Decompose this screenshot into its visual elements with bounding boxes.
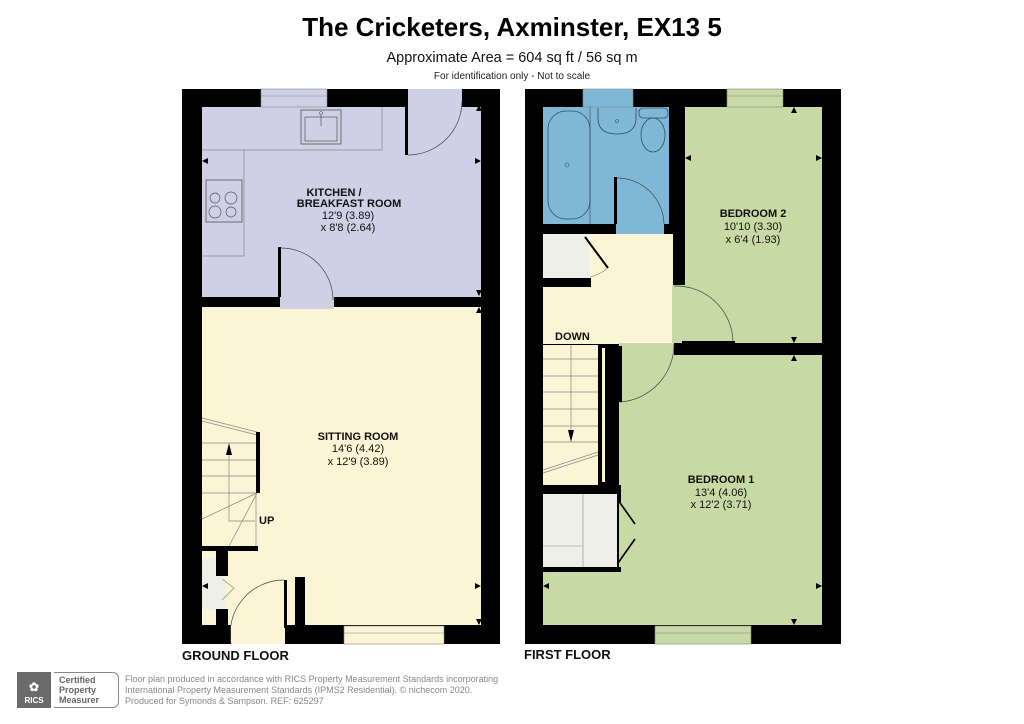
sitting-room-dim-2: x 12'9 (3.89) [328,456,389,468]
bedroom-1-dim-2: x 12'2 (3.71) [691,499,752,511]
kitchen-label: KITCHEN / [307,187,362,199]
badge-line-3: Measurer [59,695,100,705]
rics-certified-badge: ✿ RICS Certified Property Measurer [17,672,119,708]
footer-line-1: Floor plan produced in accordance with R… [125,674,499,684]
landing-cupboard [543,234,589,278]
first-floor-label: FIRST FLOOR [524,647,611,662]
footer-line-3: Produced for Symonds & Sampson. REF: 625… [125,696,324,706]
sitting-room [202,307,481,625]
stairs-up-label: UP [259,515,274,527]
approximate-area: Approximate Area = 604 sq ft / 56 sq m [386,50,638,66]
badge-line-1: Certified [59,675,96,685]
kitchen-room [202,107,481,297]
kitchen-window [260,88,328,108]
basin-icon [597,108,637,135]
sitting-window [343,625,445,645]
bedroom-1-dim-1: 13'4 (4.06) [695,487,747,499]
sitting-room-label: SITTING ROOM [318,431,399,443]
scale-disclaimer: For identification only - Not to scale [433,71,591,82]
ground-floor-plan: KITCHEN / BREAKFAST ROOM 12'9 (3.89) x 8… [182,88,500,645]
ground-stairs [201,417,258,549]
footer-disclaimer: Floor plan produced in accordance with R… [125,674,498,707]
bedroom-2 [685,107,822,343]
bedroom-1-label: BEDROOM 1 [688,474,755,486]
sitting-room-dim-1: 14'6 (4.42) [332,443,384,455]
rics-crest-icon: ✿ [28,680,40,694]
kitchen-label-line2: BREAKFAST ROOM [297,198,402,210]
kitchen-dim-2: x 8'8 (2.64) [321,222,376,234]
badge-line-2: Property [59,685,97,695]
bedroom-2-label: BEDROOM 2 [720,208,787,220]
ground-floor-label: GROUND FLOOR [182,648,289,663]
rics-logo-text: RICS [24,696,44,705]
bedroom-1 [619,355,822,625]
wardrobe [543,494,617,567]
bedroom-2-dim-1: 10'10 (3.30) [724,221,782,233]
rics-logo: ✿ RICS [17,672,51,708]
bathroom [543,107,669,224]
sink-icon [300,109,342,145]
stairs-down-label: DOWN [555,331,590,343]
footer-line-2: International Property Measurement Stand… [125,685,473,695]
bedroom-2-dim-2: x 6'4 (1.93) [726,234,781,246]
badge-text: Certified Property Measurer [54,672,119,708]
hob-icon [205,179,243,223]
first-floor-plan: BEDROOM 2 10'10 (3.30) x 6'4 (1.93) BEDR… [525,88,841,645]
kitchen-dim-1: 12'9 (3.89) [322,210,374,222]
plan-title: The Cricketers, Axminster, EX13 5 [302,12,722,42]
